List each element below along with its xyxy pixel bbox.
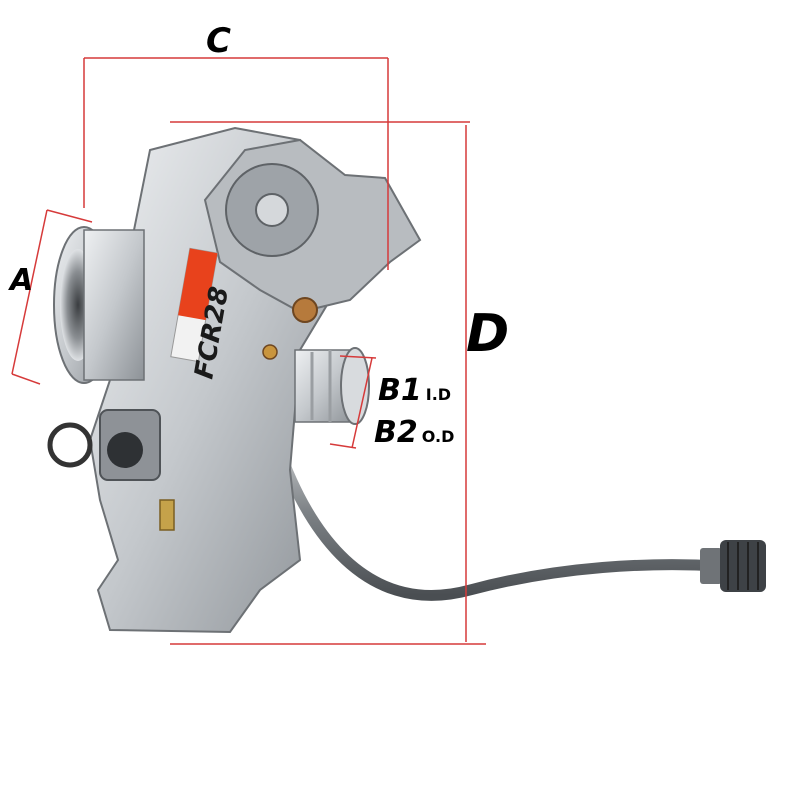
b1-note: I.D <box>425 385 452 404</box>
fcr-badge <box>170 247 219 363</box>
throttle-cable <box>266 422 726 601</box>
b2-note: O.D <box>421 427 455 446</box>
dimension-label-c: C <box>206 21 231 61</box>
b1-code: B1 <box>378 373 422 408</box>
dimension-lines <box>11 57 486 645</box>
intake-bell <box>53 226 145 384</box>
dimension-label-a: A <box>10 263 34 298</box>
choke-lever <box>47 409 175 531</box>
dimension-line-b <box>351 357 373 449</box>
outlet-spigot <box>294 347 370 425</box>
b2-code: B2 <box>374 415 418 450</box>
cable-end-fitting <box>700 540 766 592</box>
dimension-line-a <box>11 209 48 375</box>
throttle-linkage <box>203 138 422 360</box>
dimension-label-d: D <box>466 304 510 364</box>
